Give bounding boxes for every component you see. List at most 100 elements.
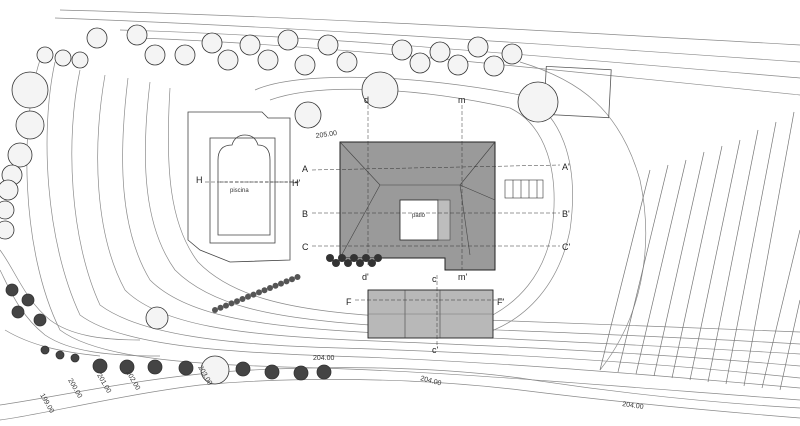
tree-symbol	[7, 142, 33, 168]
section-mark-d: d	[364, 95, 369, 105]
hedge-shrub	[356, 259, 364, 267]
section-mark-m: m	[458, 95, 466, 105]
tree-symbol	[501, 43, 523, 65]
pool-area	[187, 111, 298, 263]
tree-symbol	[257, 49, 279, 71]
tree-symbol	[217, 49, 239, 71]
tree-symbol	[11, 305, 25, 319]
elevation-label: 204.00	[622, 401, 644, 411]
section-mark-c: c	[432, 274, 437, 284]
tree-symbol	[294, 54, 316, 76]
tree-symbol	[429, 41, 451, 63]
elevation-label: 204.00	[419, 375, 442, 387]
hedge-shrub	[326, 254, 334, 262]
hedge-shrub	[362, 254, 370, 262]
tree-symbol	[294, 101, 322, 129]
tree-symbol	[264, 364, 280, 380]
entrance-steps	[504, 179, 544, 199]
hedge-shrub	[278, 280, 284, 287]
tree-symbol	[92, 358, 108, 374]
section-mark-H: H	[196, 175, 203, 185]
tree-symbol	[5, 283, 19, 297]
tree-symbol	[336, 51, 358, 73]
elevation-label: 202.00	[124, 370, 141, 392]
hedge-shrub	[344, 259, 352, 267]
section-mark-d-prime: d'	[362, 272, 369, 282]
hedge-shrub	[256, 289, 262, 296]
tree-symbol	[36, 46, 54, 64]
section-mark-F-prime: F'	[497, 297, 504, 307]
tree-symbol	[201, 32, 223, 54]
hedge-shrub	[267, 285, 273, 291]
tree-symbol	[447, 54, 469, 76]
tree-symbol	[0, 179, 19, 201]
section-mark-C-prime: C'	[562, 242, 570, 252]
section-mark-C: C	[302, 242, 309, 252]
section-mark-A: A	[302, 164, 308, 174]
courtyard-patio	[399, 199, 439, 241]
hedge-shrub	[250, 291, 257, 298]
tree-symbol	[0, 200, 15, 220]
tree-symbol	[21, 293, 35, 307]
section-labels: A A' B B' C C' F F' H H' d d' m m' c c'	[196, 95, 570, 355]
vineyard-rows	[599, 111, 800, 391]
hedge-shrub	[374, 254, 382, 262]
tree-symbol	[467, 36, 489, 58]
tree-symbol	[317, 34, 339, 56]
patio-label: patio	[412, 213, 426, 219]
tree-symbol	[178, 360, 194, 376]
hedge-shrub	[261, 287, 268, 294]
tree-symbol	[200, 355, 230, 385]
tree-symbol	[239, 34, 261, 56]
hedge-shrub	[223, 302, 229, 309]
hedge-row	[212, 254, 382, 313]
elevation-label: 205.00	[315, 130, 337, 140]
tree-symbol	[33, 313, 47, 327]
hedge-shrub	[338, 254, 346, 262]
section-mark-A-prime: A'	[562, 162, 570, 172]
tree-symbol	[277, 29, 299, 51]
hedge-shrub	[368, 259, 376, 267]
tree-symbol	[147, 359, 163, 375]
hedge-shrub	[272, 282, 279, 289]
tree-symbol	[119, 359, 135, 375]
tree-symbol	[145, 306, 169, 330]
trees	[0, 24, 559, 385]
tree-symbol	[11, 71, 49, 109]
tree-symbol	[174, 44, 196, 66]
section-mark-F: F	[346, 297, 352, 307]
elevation-label: 201.00	[95, 373, 112, 395]
elevation-label: 199.00	[38, 393, 55, 415]
hedge-shrub	[228, 300, 235, 307]
tree-symbol	[361, 71, 399, 109]
tree-symbol	[293, 365, 309, 381]
hedge-shrub	[294, 274, 301, 280]
main-house-roof	[339, 141, 496, 271]
hedge-shrub	[234, 298, 240, 305]
tree-symbol	[126, 24, 148, 46]
hedge-shrub	[283, 278, 290, 285]
tree-symbol	[70, 353, 80, 363]
elevation-label: 200.00	[66, 378, 83, 400]
hedge-shrub	[212, 307, 218, 313]
hedge-shrub	[245, 293, 251, 300]
hedge-shrub	[350, 254, 358, 262]
pool-label: piscina	[230, 188, 249, 194]
tree-symbol	[54, 49, 72, 67]
tree-symbol	[517, 81, 559, 123]
section-mark-B-prime: B'	[562, 209, 570, 219]
tree-symbol	[55, 350, 65, 360]
tree-symbol	[483, 55, 505, 77]
section-lines	[205, 105, 561, 345]
tree-symbol	[235, 361, 251, 377]
tree-symbol	[144, 44, 166, 66]
tree-symbol	[40, 345, 50, 355]
elevation-label: 204.00	[313, 355, 335, 362]
tree-symbol	[71, 51, 89, 69]
section-mark-B: B	[302, 209, 308, 219]
hedge-shrub	[289, 276, 295, 283]
hedge-shrub	[239, 296, 246, 302]
tree-symbol	[391, 39, 413, 61]
contour-lines	[0, 9, 800, 421]
